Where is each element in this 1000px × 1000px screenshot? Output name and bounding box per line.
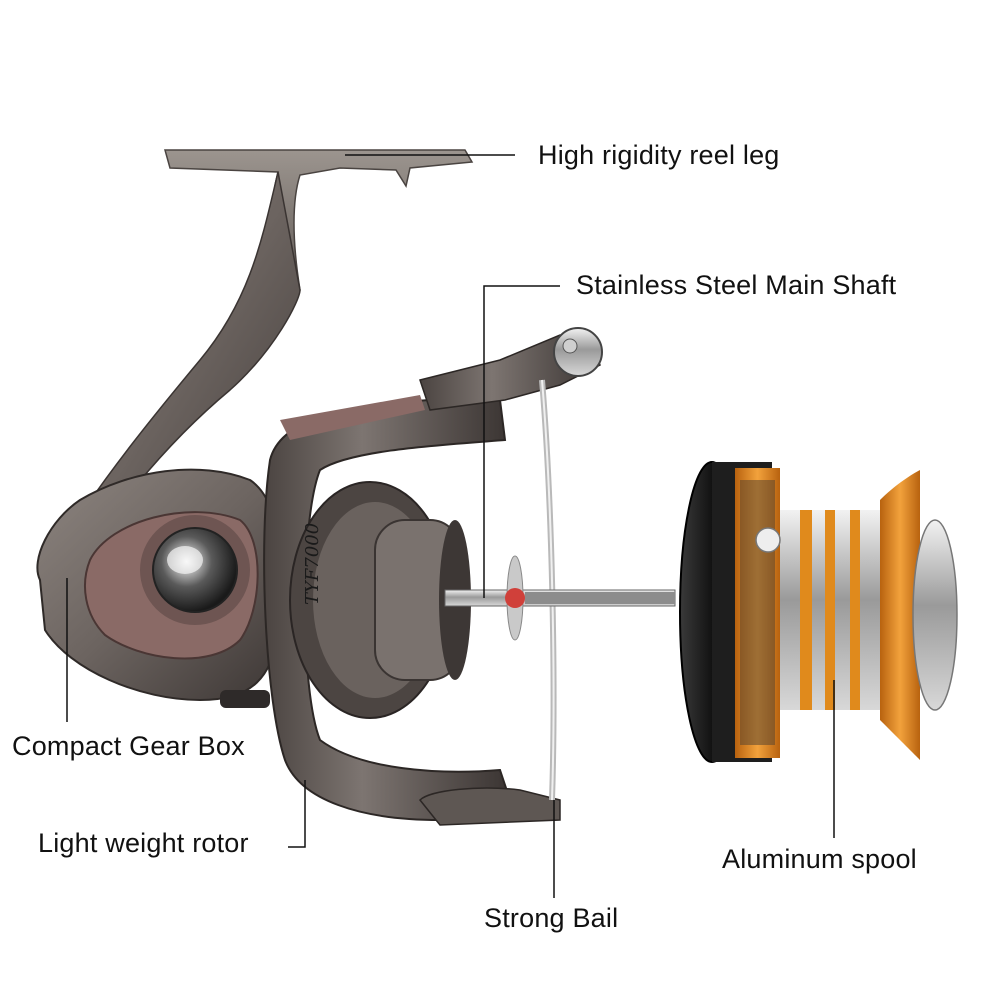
main-shaft [444, 555, 676, 641]
callout-bail: Strong Bail [484, 903, 619, 933]
rotor: TYF7000 [263, 395, 561, 826]
callout-main-shaft: Stainless Steel Main Shaft [576, 270, 897, 300]
reel-model-text: TYF7000 [302, 523, 323, 605]
callout-reel-leg: High rigidity reel leg [538, 140, 780, 170]
aluminum-spool [679, 461, 958, 763]
callout-gear-box: Compact Gear Box [12, 731, 245, 761]
callout-rotor: Light weight rotor [38, 828, 249, 858]
leader-lines [66, 154, 835, 898]
gear-box [36, 468, 283, 708]
leader-rotor [288, 780, 306, 848]
leader-main-shaft [483, 285, 560, 598]
callout-spool: Aluminum spool [722, 844, 917, 874]
